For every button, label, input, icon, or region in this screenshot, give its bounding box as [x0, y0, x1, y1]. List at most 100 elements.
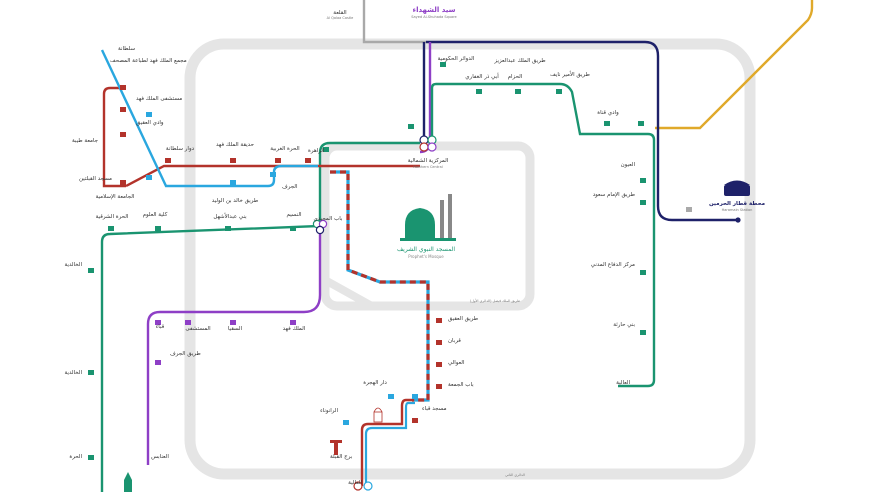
station-label: العالية [348, 480, 362, 486]
station-marker[interactable] [412, 418, 418, 423]
station-label: الرانوناء [320, 408, 338, 414]
station-label: العنابس [151, 454, 169, 460]
station-marker[interactable] [88, 455, 94, 460]
station-marker[interactable] [440, 62, 446, 67]
outer-ring-road [184, 38, 756, 480]
station-label: مجمع الملك فهد لطباعة المصحف [110, 58, 187, 64]
station-label: بني حارثة [613, 322, 635, 328]
station-label: المستشفى [185, 326, 211, 332]
station-label: جامعة طيبة [72, 138, 98, 144]
station-marker[interactable] [305, 158, 311, 163]
station-label: كلية العلوم [143, 211, 168, 218]
station-label: المركزية الشمالية [408, 157, 449, 164]
station-label: أبي ذر الغفاري [465, 72, 499, 80]
station-marker[interactable] [290, 320, 296, 325]
station-marker[interactable] [640, 200, 646, 205]
dashed-line-red [330, 170, 430, 402]
monument-icon [124, 407, 383, 492]
station-marker[interactable] [225, 226, 231, 231]
haramain-label-en: Haramain Station [722, 208, 753, 212]
station-marker[interactable] [88, 268, 94, 273]
station-label: الملك فهد [283, 326, 306, 332]
dashed-line-cyan [330, 170, 430, 402]
station-marker[interactable] [436, 384, 442, 389]
red-line [102, 86, 420, 188]
station-marker[interactable] [343, 420, 349, 425]
station-marker[interactable] [638, 121, 644, 126]
station-marker[interactable] [515, 89, 521, 94]
station-marker[interactable] [640, 178, 646, 183]
station-marker[interactable] [120, 85, 126, 90]
station-marker[interactable] [686, 207, 692, 212]
south-line-red [360, 398, 412, 486]
sayed-shuhada-label-ar: سيد الشهداء [412, 6, 455, 14]
prophets-mosque-icon [400, 194, 456, 241]
station-marker[interactable] [155, 226, 161, 231]
station-markers[interactable] [88, 62, 692, 460]
station-marker[interactable] [230, 180, 236, 185]
station-label: مسجد القبلتين [79, 176, 112, 182]
station-labels: القلعة Al Qalaa Castle سلطانة مجمع الملك… [65, 10, 636, 486]
station-marker[interactable] [436, 340, 442, 345]
gold-line [655, 0, 814, 130]
station-label: الدوائر الحكومية [438, 55, 475, 62]
sayed-shuhada-label-en: Sayed Al-Shuhada Square [411, 15, 456, 19]
station-marker[interactable] [323, 147, 329, 152]
station-marker[interactable] [556, 89, 562, 94]
station-marker[interactable] [165, 158, 171, 163]
station-label: Al Qalaa Castle [327, 16, 354, 20]
station-label: السقيا [228, 326, 243, 332]
station-marker[interactable] [185, 320, 191, 325]
station-marker[interactable] [408, 124, 414, 129]
navy-terminal[interactable] [735, 217, 741, 223]
station-marker[interactable] [290, 226, 296, 231]
station-marker[interactable] [230, 320, 236, 325]
inner-ring-note: طريق الملك فيصل (الدائري الأول) [470, 298, 520, 303]
station-marker[interactable] [155, 320, 161, 325]
gray-line [362, 0, 426, 44]
station-label: طريق الإمام سعود [593, 192, 635, 198]
station-marker[interactable] [640, 330, 646, 335]
south-line-cyan [364, 401, 415, 486]
station-marker[interactable] [120, 180, 126, 185]
station-marker[interactable] [230, 158, 236, 163]
station-label: قباء [156, 324, 165, 330]
station-label: دوار سلطانة [166, 146, 195, 152]
station-marker[interactable] [436, 318, 442, 323]
train-station-icon [724, 180, 750, 196]
station-marker[interactable] [146, 112, 152, 117]
station-marker[interactable] [88, 370, 94, 375]
station-label: وادي قناة [597, 110, 619, 116]
station-label: الحرة [69, 454, 82, 460]
station-label: الجامعة الإسلامية [96, 194, 135, 200]
ring-connector-road [323, 276, 372, 309]
hub-north[interactable] [419, 135, 437, 152]
station-marker[interactable] [436, 362, 442, 367]
station-marker[interactable] [640, 270, 646, 275]
prophets-mosque-label-ar: المسجد النبوي الشريف [397, 246, 455, 253]
station-label: النسيم [286, 212, 302, 218]
station-label: مسجد قباء [422, 406, 447, 412]
station-label: مستشفى الملك فهد [136, 96, 182, 102]
station-label: طريق خالد بن الوليد [212, 198, 258, 204]
station-marker[interactable] [476, 89, 482, 94]
station-marker[interactable] [120, 132, 126, 137]
station-label: قربان [448, 338, 461, 344]
station-marker[interactable] [155, 360, 161, 365]
station-marker[interactable] [146, 175, 152, 180]
station-marker[interactable] [388, 394, 394, 399]
hub-south[interactable] [353, 481, 373, 491]
station-marker[interactable] [270, 172, 276, 177]
station-label: القلعة [333, 10, 347, 16]
station-marker[interactable] [275, 158, 281, 163]
station-marker[interactable] [604, 121, 610, 126]
hub-west[interactable] [312, 219, 328, 235]
station-marker[interactable] [412, 394, 418, 399]
station-label: العوالي [448, 360, 465, 366]
station-marker[interactable] [108, 226, 114, 231]
station-label: العالية [616, 380, 630, 386]
station-label: Northern Central [413, 165, 442, 169]
station-label: طريق الجرف [170, 351, 201, 357]
station-marker[interactable] [120, 107, 126, 112]
